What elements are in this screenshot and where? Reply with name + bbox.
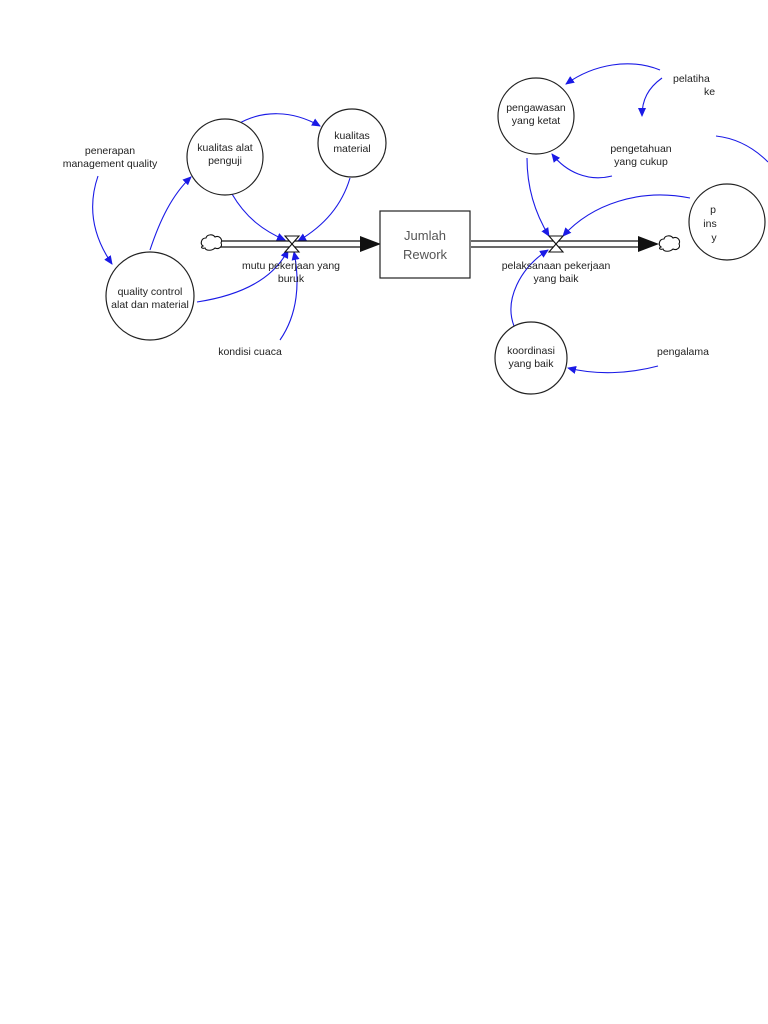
svg-text:y: y xyxy=(711,232,717,244)
link-quality-control-to-kualitas-alat xyxy=(149,176,192,251)
var-pelatihan-partial: pelatiha ke xyxy=(673,73,715,98)
flow-label-pelaksanaan: pelaksanaan pekerjaan yang baik xyxy=(502,260,611,285)
link-pengalaman-to-koordinasi xyxy=(567,365,659,374)
svg-text:ke: ke xyxy=(704,86,715,98)
sink-cloud-icon xyxy=(658,235,681,252)
valve-icon xyxy=(547,235,565,253)
svg-text:pelatiha: pelatiha xyxy=(673,73,710,85)
svg-text:yang baik: yang baik xyxy=(534,273,580,285)
link-pengawasan-to-pelaksanaan-flow xyxy=(526,157,550,237)
svg-text:penerapan: penerapan xyxy=(85,145,135,157)
link-pengetahuan-to-pengawasan xyxy=(551,153,613,179)
aux-koordinasi-yang-baik: koordinasi yang baik xyxy=(494,321,568,395)
svg-text:pengalama: pengalama xyxy=(657,346,709,358)
svg-text:alat dan material: alat dan material xyxy=(111,299,189,311)
var-pengalaman-partial: pengalama xyxy=(657,346,709,358)
svg-text:p: p xyxy=(710,204,716,216)
link-offscreen-to-pengetahuan xyxy=(715,135,768,163)
svg-text:quality control: quality control xyxy=(118,286,183,298)
var-kondisi-cuaca: kondisi cuaca xyxy=(218,346,282,358)
svg-text:material: material xyxy=(333,143,370,155)
svg-text:mutu pekerjaan yang: mutu pekerjaan yang xyxy=(242,260,340,272)
link-pelatihan-to-pengawasan xyxy=(565,63,661,85)
link-kualitas-material-to-mutu-flow xyxy=(297,177,351,242)
stock-label-line1: Jumlah xyxy=(404,228,446,243)
svg-text:buruk: buruk xyxy=(278,273,305,285)
causal-links xyxy=(92,63,768,374)
svg-text:ins: ins xyxy=(703,218,716,230)
stock-label-line2: Rework xyxy=(403,247,448,262)
link-kualitas-alat-to-kualitas-material xyxy=(237,113,321,127)
svg-text:pelaksanaan pekerjaan: pelaksanaan pekerjaan xyxy=(502,260,611,272)
svg-text:management quality: management quality xyxy=(63,158,158,170)
link-koordinasi-to-pelaksanaan-flow xyxy=(510,249,549,327)
svg-text:penguji: penguji xyxy=(208,155,242,167)
stock-jumlah-rework: Jumlah Rework xyxy=(379,210,471,279)
svg-text:yang cukup: yang cukup xyxy=(614,156,668,168)
link-pelatihan-to-pengetahuan xyxy=(638,77,663,117)
svg-text:yang baik: yang baik xyxy=(509,358,555,370)
link-kualitas-alat-to-mutu-flow xyxy=(231,193,286,241)
aux-quality-control: quality control alat dan material xyxy=(105,251,195,341)
svg-text:kondisi cuaca: kondisi cuaca xyxy=(218,346,282,358)
valve-icon xyxy=(283,235,301,253)
svg-text:yang ketat: yang ketat xyxy=(512,115,561,127)
source-cloud-icon xyxy=(200,234,223,251)
link-instruksi-to-pelaksanaan-flow xyxy=(562,194,691,237)
aux-instruksi-partial: p ins y xyxy=(688,183,766,261)
svg-text:koordinasi: koordinasi xyxy=(507,345,555,357)
var-penerapan-management-quality: penerapan management quality xyxy=(63,145,158,170)
svg-text:kualitas alat: kualitas alat xyxy=(197,142,253,154)
var-pengetahuan-yang-cukup: pengetahuan yang cukup xyxy=(610,143,671,168)
svg-text:pengetahuan: pengetahuan xyxy=(610,143,671,155)
link-quality-control-to-mutu-flow xyxy=(196,249,289,303)
link-kondisi-cuaca-to-mutu-flow xyxy=(279,251,300,341)
aux-pengawasan-yang-ketat: pengawasan yang ketat xyxy=(497,77,575,155)
link-penerapan-to-quality-control xyxy=(92,175,113,265)
svg-text:pengawasan: pengawasan xyxy=(506,102,566,114)
aux-kualitas-alat-penguji: kualitas alat penguji xyxy=(186,118,264,196)
svg-text:kualitas: kualitas xyxy=(334,130,370,142)
flow-label-mutu: mutu pekerjaan yang buruk xyxy=(242,260,340,285)
aux-kualitas-material: kualitas material xyxy=(317,108,387,178)
